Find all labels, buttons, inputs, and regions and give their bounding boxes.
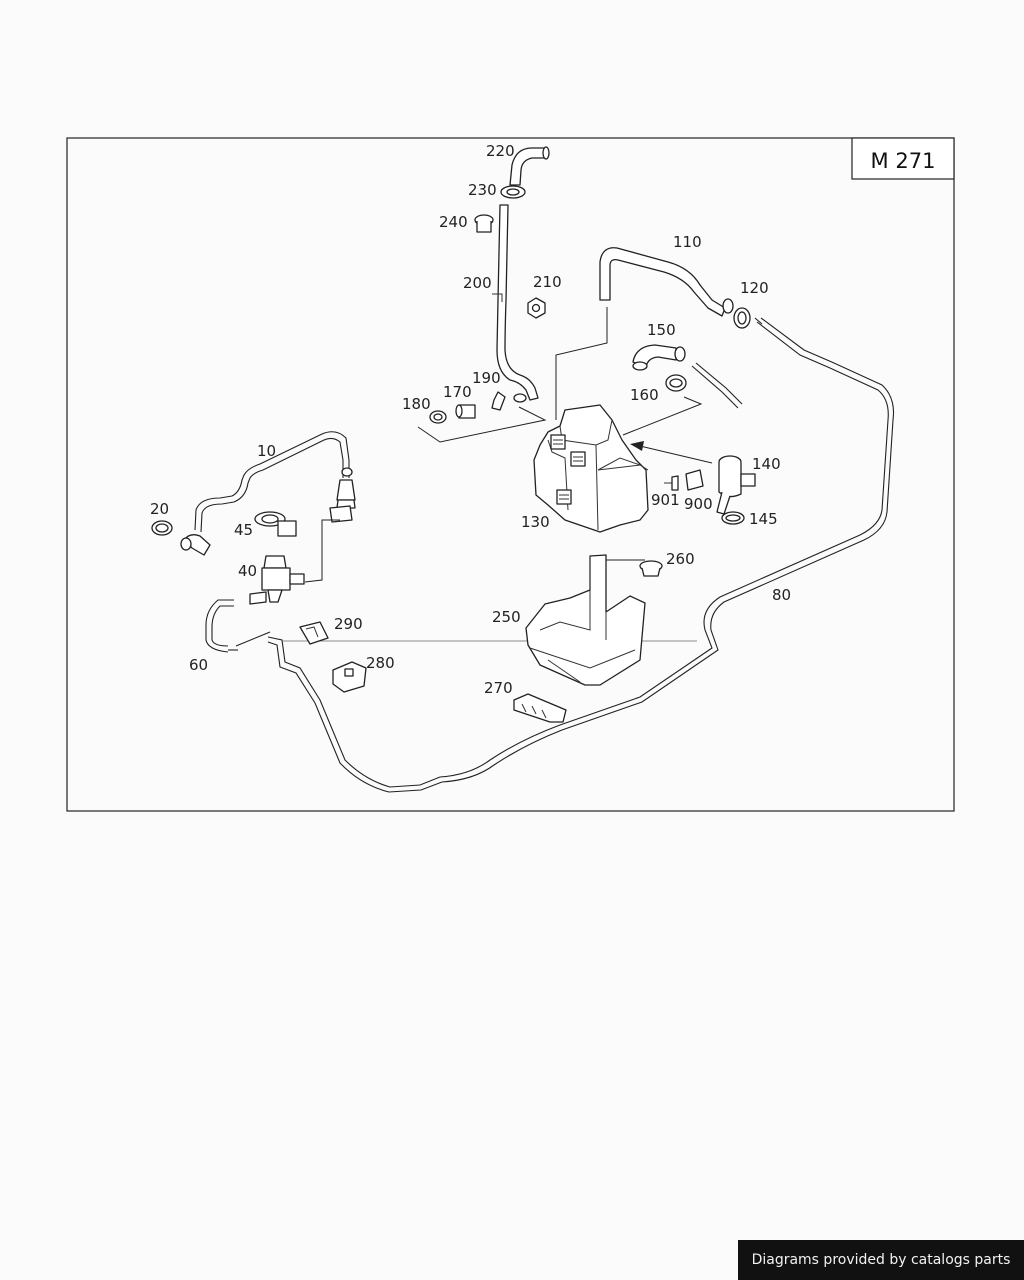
label-180: 180 <box>402 395 431 413</box>
label-270: 270 <box>484 679 513 697</box>
label-900: 900 <box>684 495 713 513</box>
plug-260 <box>639 560 663 577</box>
label-290: 290 <box>334 615 363 633</box>
label-10: 10 <box>257 442 276 460</box>
label-40: 40 <box>238 562 257 580</box>
clamp-120 <box>733 307 751 329</box>
label-130: 130 <box>521 513 550 531</box>
leader-110 <box>555 307 608 420</box>
clamp-190 <box>491 391 527 411</box>
part-901 <box>664 475 679 491</box>
valve-40 <box>249 555 305 605</box>
arrow-head <box>630 441 644 451</box>
part-900 <box>685 469 704 491</box>
sensor-45 <box>254 511 297 537</box>
label-230: 230 <box>468 181 497 199</box>
label-220: 220 <box>486 142 515 160</box>
label-210: 210 <box>533 273 562 291</box>
nut-210 <box>527 297 546 319</box>
label-190: 190 <box>472 369 501 387</box>
hose-110 <box>599 247 734 317</box>
label-901: 901 <box>651 491 680 509</box>
label-240: 240 <box>439 213 468 231</box>
label-60: 60 <box>189 656 208 674</box>
code-box: M 271 <box>851 137 955 180</box>
clamp-160 <box>665 362 743 409</box>
label-120: 120 <box>740 279 769 297</box>
clamp-180 <box>429 410 447 424</box>
hose-200 <box>492 204 539 401</box>
code-label: M 271 <box>871 149 936 173</box>
clamp-20 <box>151 520 173 536</box>
connector-170 <box>455 404 476 419</box>
label-145: 145 <box>749 510 778 528</box>
part-labels: 220 230 240 200 210 190 170 180 110 120 … <box>150 142 791 697</box>
clamp-230 <box>500 185 526 199</box>
clip-270 <box>513 693 567 723</box>
hose-60 <box>205 599 271 653</box>
reservoir-130 <box>533 404 649 533</box>
leader-160 <box>622 396 703 436</box>
diagram-frame <box>66 137 955 812</box>
leader-10 <box>304 519 340 583</box>
vent-line-tip <box>754 317 763 325</box>
connector-10-end <box>329 505 353 523</box>
line-10 <box>194 431 356 533</box>
label-20: 20 <box>150 500 169 518</box>
hose-20 <box>180 534 211 556</box>
pump-140 <box>716 455 756 515</box>
cap-240 <box>474 214 494 233</box>
label-250: 250 <box>492 608 521 626</box>
vent-line-80 <box>267 321 889 788</box>
label-280: 280 <box>366 654 395 672</box>
clip-290 <box>299 621 329 645</box>
label-170: 170 <box>443 383 472 401</box>
label-160: 160 <box>630 386 659 404</box>
ring-145-inner <box>725 514 741 522</box>
hose-220 <box>509 146 550 186</box>
shield-250 <box>525 554 646 686</box>
label-110: 110 <box>673 233 702 251</box>
vent-line-80-inner <box>267 317 895 793</box>
clip-280 <box>332 661 367 693</box>
label-45: 45 <box>234 521 253 539</box>
label-260: 260 <box>666 550 695 568</box>
label-200: 200 <box>463 274 492 292</box>
label-80: 80 <box>772 586 791 604</box>
credit-footer: Diagrams provided by catalogs parts <box>738 1240 1024 1280</box>
arrow-line <box>639 445 713 464</box>
leader-170-group <box>417 406 547 443</box>
label-150: 150 <box>647 321 676 339</box>
label-140: 140 <box>752 455 781 473</box>
hose-150 <box>632 344 686 371</box>
